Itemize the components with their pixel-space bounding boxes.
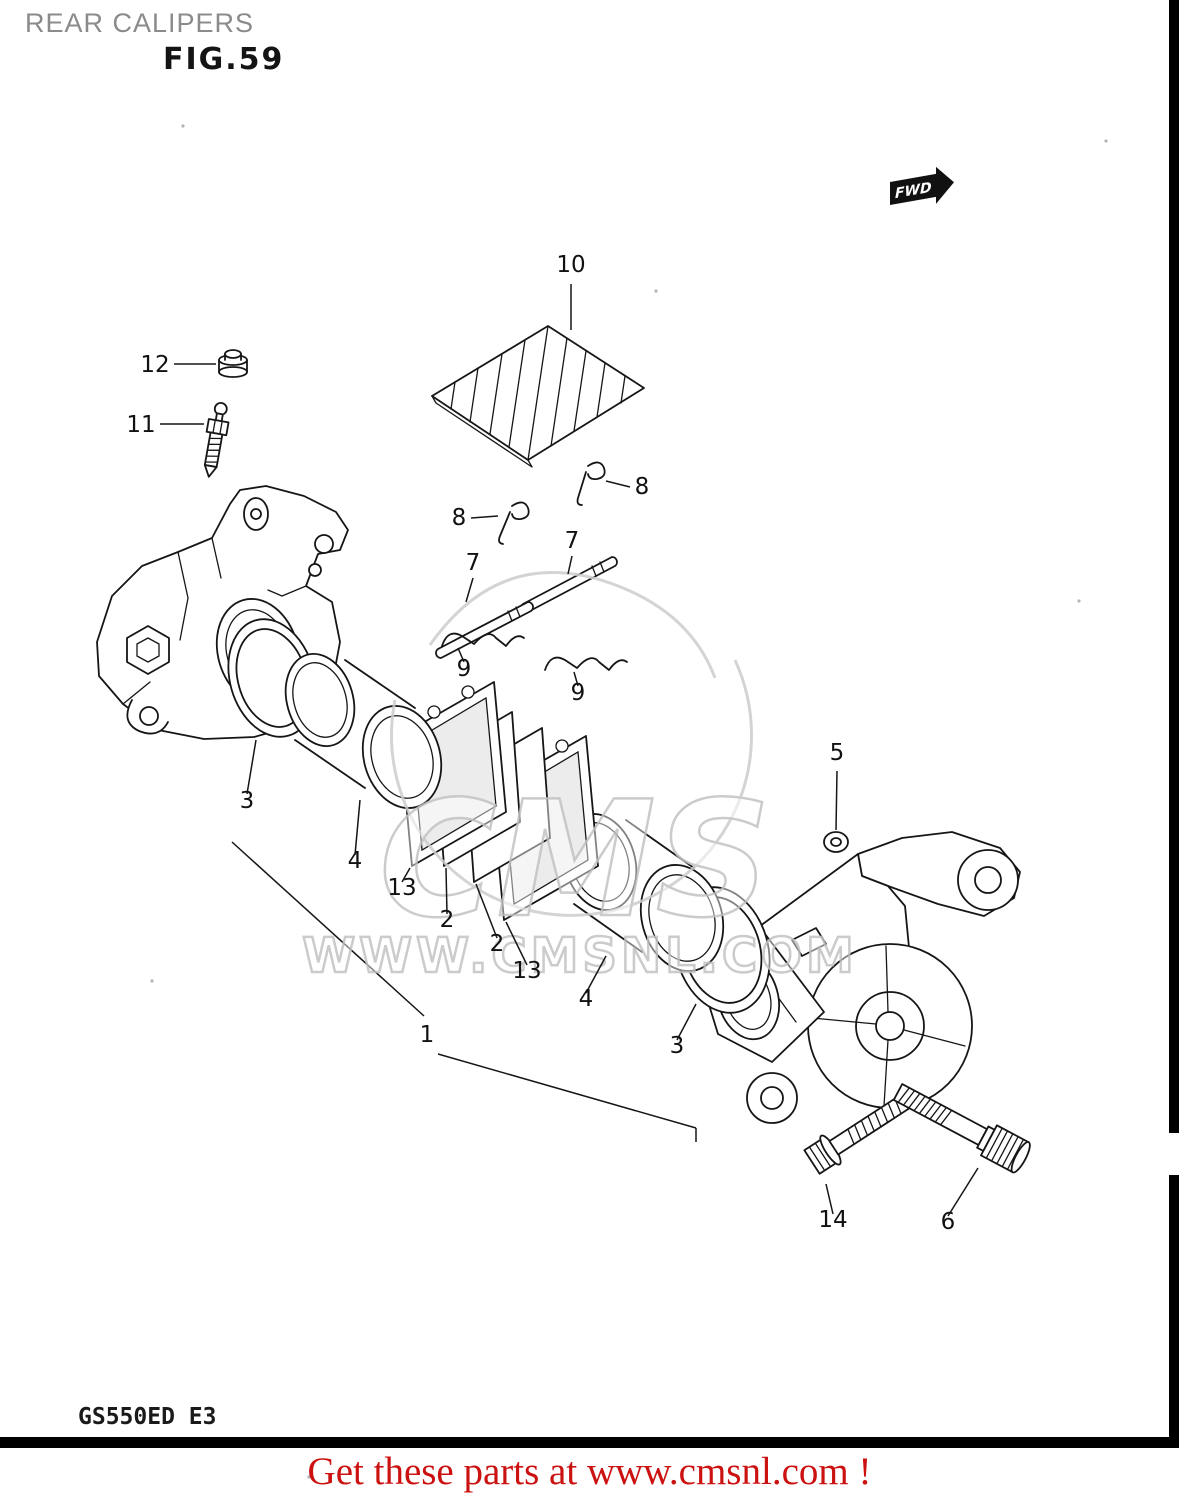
leader-line-9 [573, 671, 579, 687]
pad-clip-part-8 [576, 461, 606, 506]
part-number-11: 11 [126, 412, 155, 438]
bleeder-cap-part-12 [218, 349, 248, 378]
watermark-logo: CMS [379, 766, 771, 953]
part-number-12: 12 [140, 352, 169, 378]
pad-spring-part-9 [441, 632, 525, 647]
leader-line-2 [475, 883, 498, 939]
part-number-2: 2 [490, 931, 505, 957]
part-number-13: 13 [387, 875, 416, 901]
part-number-1: 1 [420, 1022, 435, 1048]
leader-line-7 [465, 577, 474, 603]
leader-line-8 [470, 515, 499, 519]
leader-line-13 [505, 921, 528, 966]
socket-bolt-part-6 [892, 1083, 1031, 1174]
pad-pin-part-7 [520, 556, 618, 614]
leader-line-6 [947, 1167, 979, 1217]
leader-line-14 [825, 1183, 834, 1215]
right-edge-bar [1169, 0, 1179, 1448]
part-number-14: 14 [818, 1207, 847, 1233]
part-number-4: 4 [348, 848, 363, 874]
part-number-9: 9 [457, 656, 472, 682]
flange-bolt-part-14 [803, 1094, 910, 1175]
figure-number: FIG.59 [163, 42, 285, 77]
part-number-8: 8 [635, 474, 650, 500]
pad-cover-part-10 [431, 325, 645, 468]
watermark: CMS WWW.CMSNL.COM [301, 571, 858, 985]
part-number-3: 3 [670, 1033, 685, 1059]
part-number-9: 9 [571, 680, 586, 706]
piston-part-4 [284, 653, 443, 809]
pad-pin-part-7 [435, 601, 534, 659]
leader-line-9 [457, 647, 465, 663]
leader-line-3 [246, 739, 257, 795]
leader-line-4 [585, 955, 607, 994]
assembly-line-1 [231, 841, 697, 1142]
part-number-4: 4 [579, 986, 594, 1012]
part-number-3: 3 [240, 788, 255, 814]
washer-part-5 [823, 831, 849, 853]
part-number-7: 7 [466, 550, 481, 576]
scan-specks [150, 124, 1108, 1479]
leader-line-2 [445, 867, 448, 915]
fwd-arrow: FWD [890, 166, 954, 205]
part-number-10: 10 [556, 252, 585, 278]
page-title: REAR CALIPERS [25, 8, 255, 38]
part-number-13: 13 [512, 958, 541, 984]
right-edge-notch [1169, 1133, 1179, 1175]
part-number-6: 6 [941, 1209, 956, 1235]
bottom-divider-bar [0, 1437, 1179, 1448]
part-number-2: 2 [440, 907, 455, 933]
part-number-7: 7 [565, 528, 580, 554]
leader-line-3 [676, 1003, 697, 1041]
part-number-5: 5 [830, 740, 845, 766]
leader-line-7 [567, 555, 573, 575]
pad-spring-part-9 [544, 656, 628, 671]
leader-line-13 [401, 867, 411, 883]
pad-clip-part-8 [498, 501, 530, 545]
watermark-url: WWW.CMSNL.COM [302, 928, 858, 984]
leader-line-5 [835, 770, 838, 831]
fwd-label: FWD [895, 180, 932, 202]
bleeder-valve-part-11 [203, 401, 230, 478]
leader-line-4 [354, 799, 361, 856]
footer-link[interactable]: Get these parts at www.cmsnl.com ! [307, 1450, 872, 1493]
part-number-8: 8 [452, 505, 467, 531]
leader-line-8 [605, 480, 631, 488]
model-code: GS550ED E3 [78, 1404, 217, 1430]
